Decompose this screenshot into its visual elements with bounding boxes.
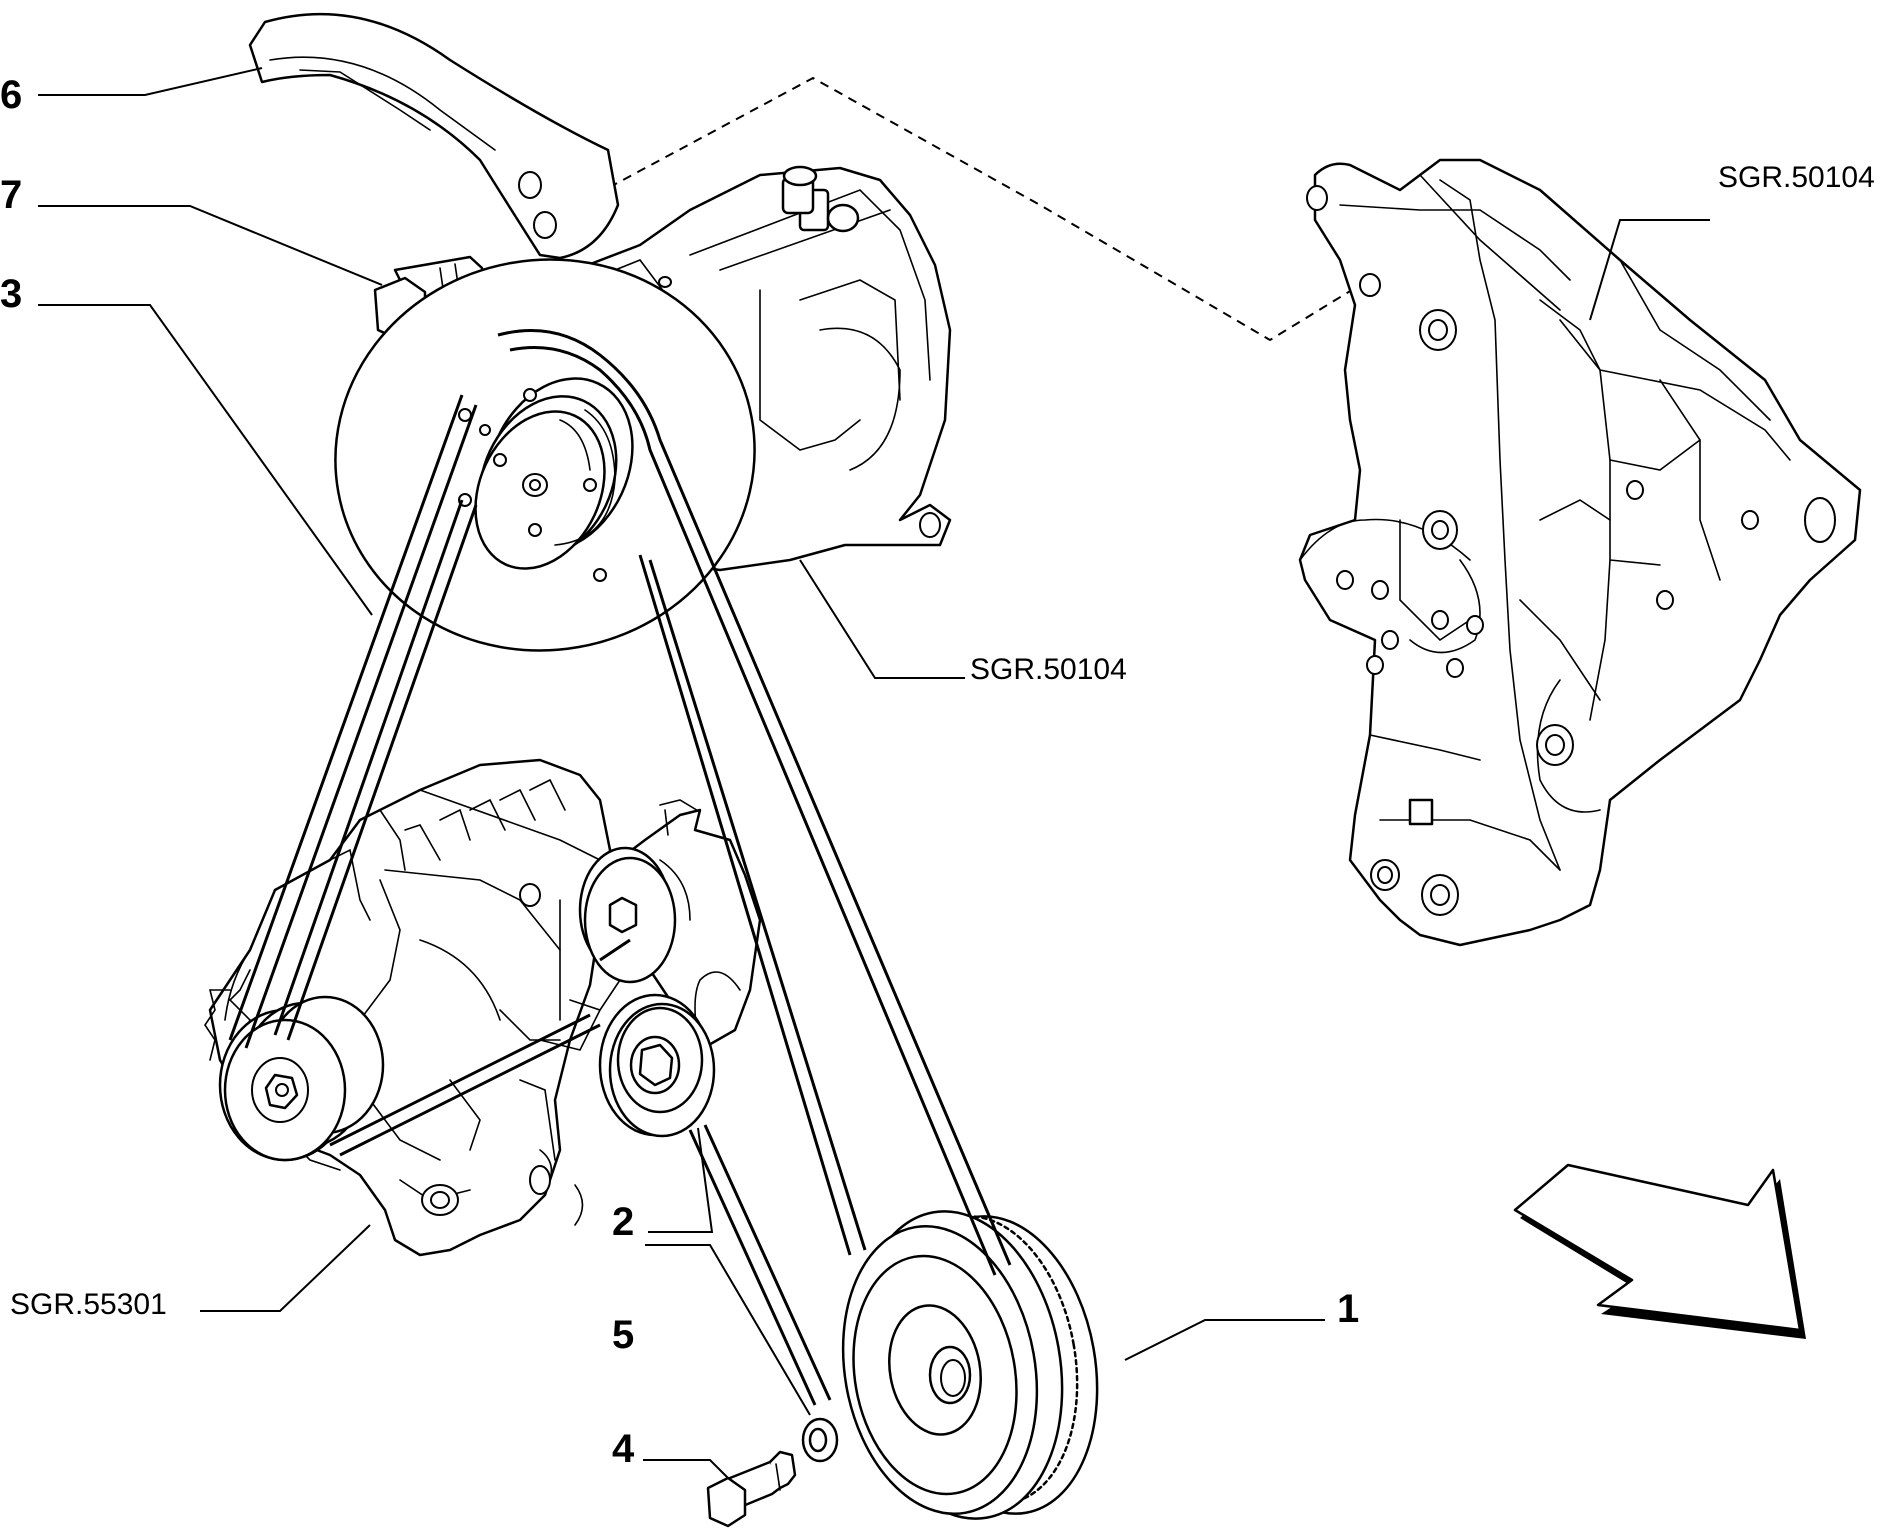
alternator-pulley [218, 995, 385, 1162]
leader-sgr-55301 [200, 1224, 371, 1312]
callout-7: 7 [0, 173, 22, 217]
ref-sgr-50104-compressor: SGR.50104 [970, 653, 1127, 686]
bracket-part-6 [248, 12, 620, 260]
leader-7 [38, 205, 383, 286]
washer-part-5 [801, 1417, 839, 1463]
leader-sgr-50104-bracket [1589, 219, 1710, 321]
compressor-pulley [334, 258, 756, 652]
idler-pulley-lower-part-2 [598, 993, 716, 1138]
callout-4: 4 [612, 1427, 635, 1471]
callout-3: 3 [0, 272, 22, 316]
leader-3 [38, 304, 373, 616]
crankshaft-pulley-part-1 [841, 1210, 1099, 1520]
leader-6 [38, 67, 263, 96]
ref-sgr-55301-alternator: SGR.55301 [10, 1288, 167, 1321]
leader-4 [643, 1459, 729, 1479]
poly-v-belt-part-1 [329, 329, 1012, 1406]
alternator [204, 758, 621, 1257]
callout-6: 6 [0, 73, 22, 117]
v-belt-part-3 [228, 394, 478, 1049]
callout-1: 1 [1337, 1287, 1359, 1331]
assembly-dashed-line [594, 76, 1361, 342]
ref-sgr-50104-bracket: SGR.50104 [1718, 161, 1875, 194]
front-direction-arrow-icon [1513, 1163, 1806, 1339]
leader-2 [648, 1127, 714, 1233]
callout-2: 2 [612, 1200, 634, 1244]
idler-pulley-upper [578, 846, 691, 984]
leader-sgr-50104-compressor [799, 559, 965, 679]
callout-5: 5 [612, 1313, 634, 1357]
leader-1 [1124, 1319, 1325, 1361]
mounting-support [1298, 158, 1862, 947]
leader-5 [645, 1244, 811, 1416]
bolt-part-4 [706, 1450, 797, 1528]
